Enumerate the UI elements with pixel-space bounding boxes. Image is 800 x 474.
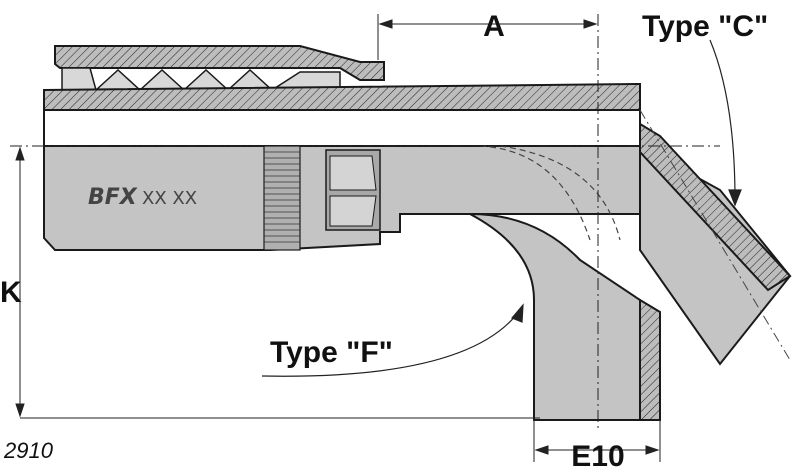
dimension-e10-label: E10 [571,440,624,473]
nipple-bore [43,109,641,147]
part-code: XX XX [142,188,197,209]
dimension-a-label: A [483,10,505,43]
ferrule-section [54,45,385,92]
elbow-type-f [469,213,661,421]
type-f-label: Type "F" [270,336,393,369]
leader-lines [261,39,742,377]
brand-logo: BFX [88,185,138,210]
type-c-label: Type "C" [642,10,768,43]
dimension-lines [10,14,720,462]
dimension-k-label: K [0,276,22,309]
fitting-body [43,145,641,251]
drawing-reference-number: 2910 [3,438,54,463]
elbow-type-c [639,109,792,366]
